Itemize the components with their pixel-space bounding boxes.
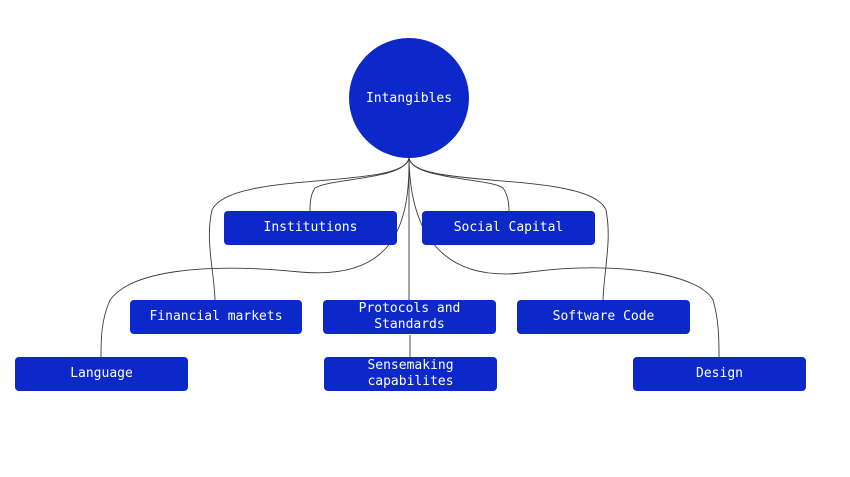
root-node-label: Intangibles — [365, 90, 453, 106]
node-label: Institutions — [263, 220, 358, 235]
node-institutions: Institutions — [224, 211, 397, 245]
node-label: Design — [696, 366, 743, 381]
node-label: Sensemaking capabilites — [367, 358, 454, 389]
node-label: Social Capital — [453, 220, 564, 235]
node-financial-markets: Financial markets — [130, 300, 302, 334]
connector-institutions — [309, 157, 410, 212]
node-label: Language — [70, 366, 133, 381]
node-label: Protocols and Standards — [358, 301, 461, 332]
root-node-intangibles: Intangibles — [349, 38, 469, 158]
connector-social-capital — [408, 157, 510, 212]
node-sensemaking: Sensemaking capabilites — [324, 357, 497, 391]
node-protocols-standards: Protocols and Standards — [323, 300, 496, 334]
connector-financial-markets — [208, 157, 410, 301]
node-design: Design — [633, 357, 806, 391]
node-label: Financial markets — [149, 309, 283, 324]
node-social-capital: Social Capital — [422, 211, 595, 245]
connector-software-code — [408, 157, 609, 301]
node-software-code: Software Code — [517, 300, 690, 334]
node-language: Language — [15, 357, 188, 391]
node-label: Software Code — [552, 309, 655, 324]
